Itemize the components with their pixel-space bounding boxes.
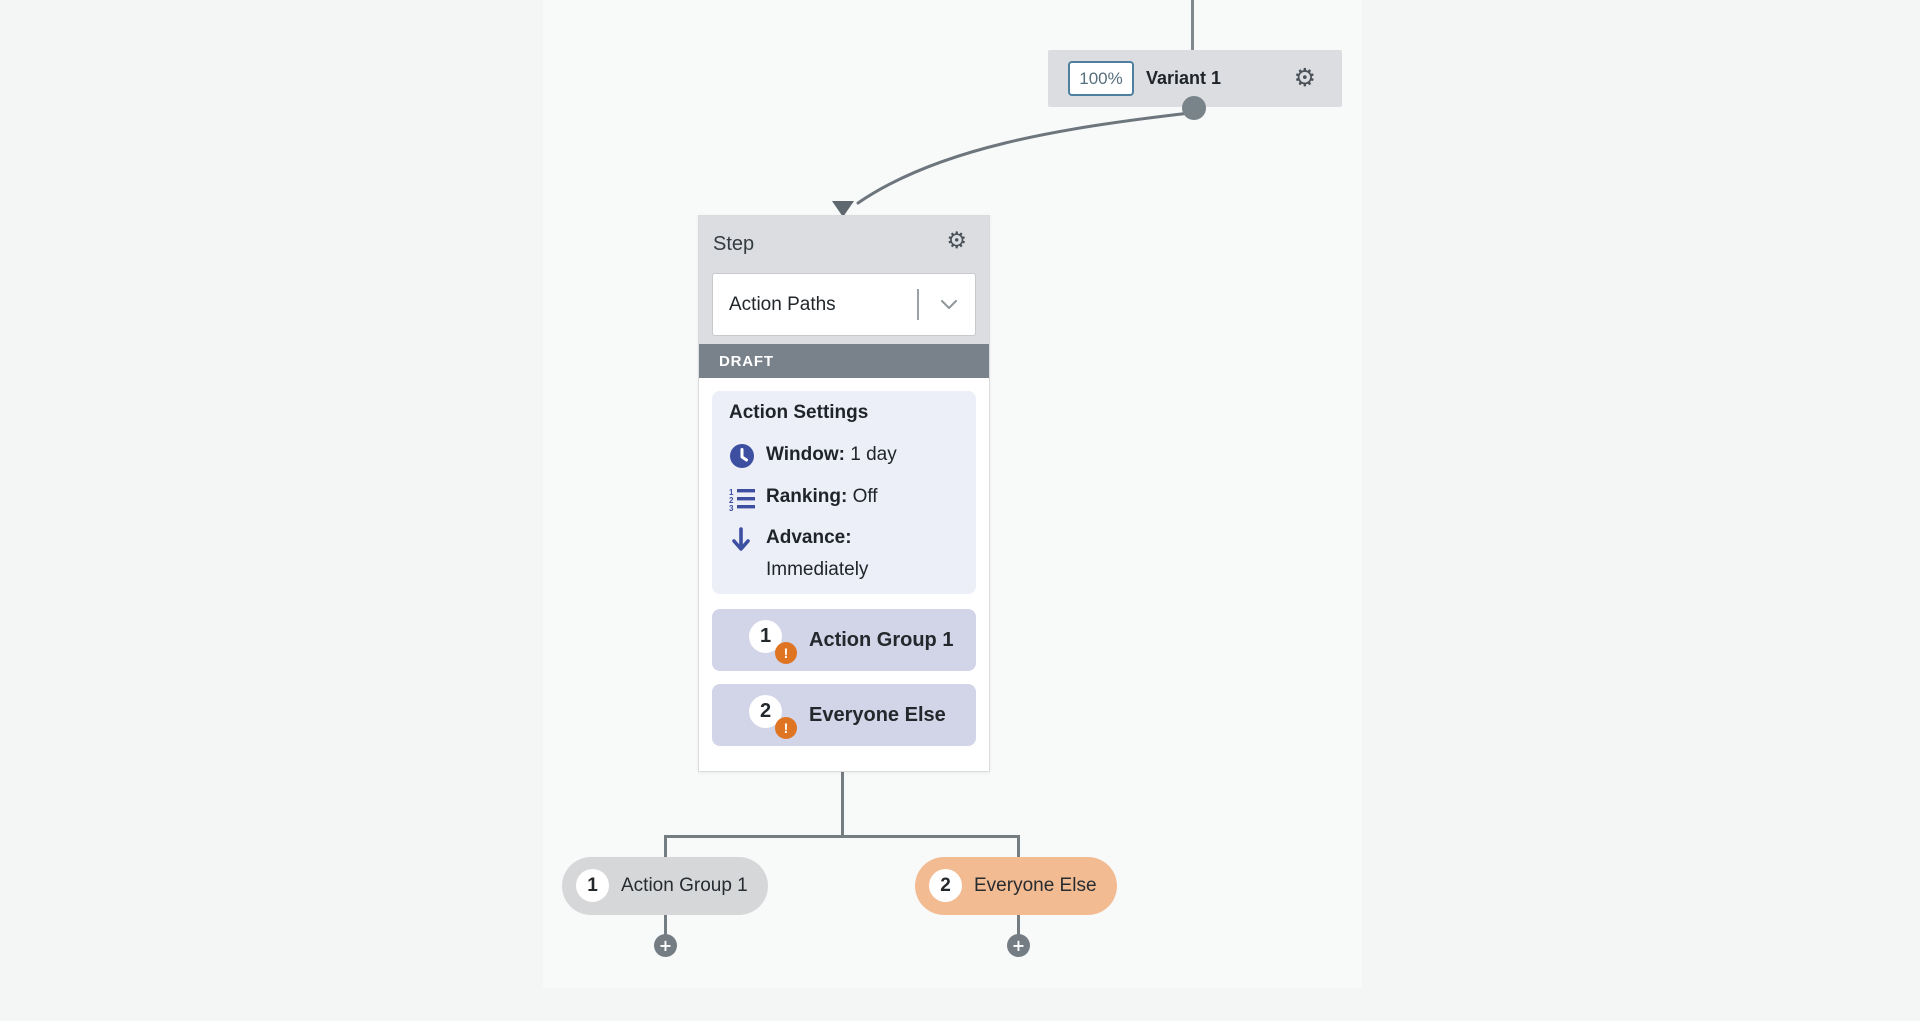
branch-number-badge: 2 (929, 869, 962, 902)
connector-branch2-drop (1017, 835, 1020, 859)
branch-number-badge: 1 (576, 869, 609, 902)
ranked-list-icon: 1 2 3 (729, 487, 757, 517)
variant-output-port[interactable] (1182, 96, 1206, 120)
setting-ranking-label: Ranking: (766, 486, 848, 507)
clock-icon (729, 443, 755, 475)
setting-advance-label: Advance: (766, 527, 852, 548)
action-group-row-1[interactable]: 1 ! Action Group 1 (712, 609, 976, 671)
step-gear-icon[interactable]: ⚙ (946, 228, 967, 254)
connector-top-vertical (1191, 0, 1194, 52)
svg-text:1: 1 (729, 488, 734, 497)
warning-icon: ! (775, 717, 797, 739)
connector-branch1-stub (664, 913, 667, 937)
svg-text:3: 3 (729, 504, 734, 511)
action-settings-title: Action Settings (729, 402, 869, 423)
add-step-button-branch-2[interactable]: + (1007, 934, 1030, 957)
step-type-dropdown-value: Action Paths (729, 293, 836, 315)
variant-percent-input[interactable]: 100% (1068, 61, 1134, 96)
branch-node-action-group-1[interactable]: 1 Action Group 1 (562, 857, 768, 915)
variant-title: Variant 1 (1146, 68, 1222, 88)
group-label: Action Group 1 (809, 628, 954, 651)
warning-icon: ! (775, 642, 797, 664)
step-title: Step (713, 233, 755, 255)
status-badge-draft: DRAFT (699, 344, 989, 378)
setting-window-value: 1 day (850, 444, 897, 465)
setting-ranking-value: Off (852, 486, 878, 507)
connector-branch1-drop (664, 835, 667, 859)
add-step-button-branch-1[interactable]: + (654, 934, 677, 957)
connector-branch-horizontal (664, 835, 1020, 838)
step-card[interactable]: Step ⚙ Action Paths DRAFT Action Setting… (698, 215, 990, 772)
action-group-row-2[interactable]: 2 ! Everyone Else (712, 684, 976, 746)
variant-node[interactable]: 100% Variant 1 ⚙ (1048, 50, 1342, 107)
connector-branch2-stub (1017, 913, 1020, 937)
branch-label: Action Group 1 (621, 875, 748, 896)
chevron-down-icon (941, 300, 957, 309)
action-settings-panel: Action Settings Window: 1 day 1 (712, 391, 976, 594)
branch-label: Everyone Else (974, 875, 1097, 896)
setting-advance-value: Immediately (766, 559, 869, 580)
svg-text:2: 2 (729, 496, 734, 505)
setting-window-label: Window: (766, 444, 845, 465)
step-card-header: Step ⚙ Action Paths (699, 216, 989, 344)
step-type-dropdown[interactable]: Action Paths (712, 273, 976, 336)
connector-step-stub (841, 772, 844, 838)
dropdown-divider (917, 289, 919, 320)
arrow-down-icon (729, 526, 753, 559)
variant-gear-icon[interactable]: ⚙ (1293, 63, 1316, 92)
branch-node-everyone-else[interactable]: 2 Everyone Else (915, 857, 1117, 915)
group-label: Everyone Else (809, 703, 946, 726)
